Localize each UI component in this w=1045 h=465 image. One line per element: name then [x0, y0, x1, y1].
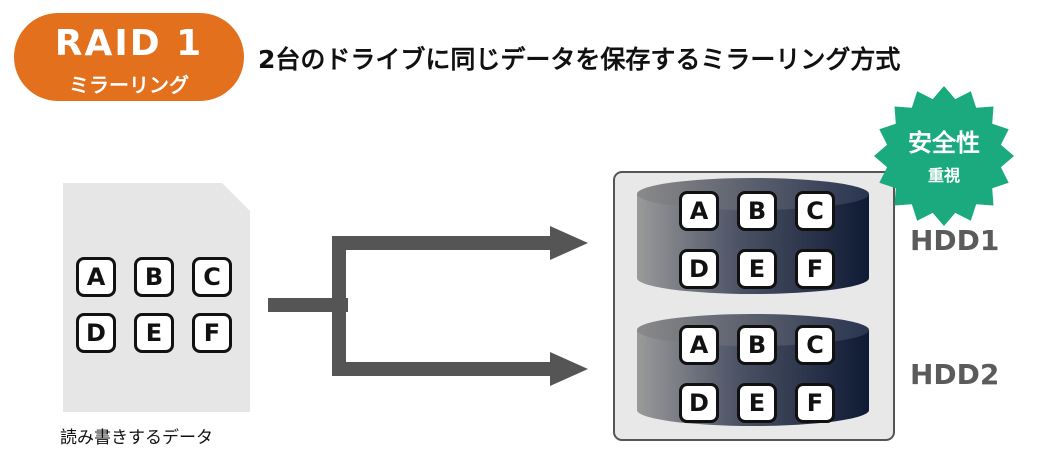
file-icon	[63, 183, 250, 412]
hdd2-label: HDD2	[910, 358, 1000, 391]
hdd2-block-b: B	[737, 325, 777, 365]
source-block-c: C	[192, 257, 232, 297]
arrow-head-hdd1	[550, 226, 588, 260]
arrow-head-hdd2	[550, 352, 588, 386]
badge-title: RAID 1	[54, 23, 204, 64]
callout-line2: 重視	[927, 166, 960, 185]
hdd1-block-a: A	[679, 191, 719, 231]
hdd2-block-a: A	[679, 325, 719, 365]
mirror-arrows	[268, 226, 588, 386]
source-block-d: D	[76, 313, 116, 353]
source-block-b: B	[134, 257, 174, 297]
callout-line1: 安全性	[908, 129, 980, 157]
hdd1-block-d: D	[679, 249, 719, 289]
hdd1-block-c: C	[795, 191, 835, 231]
raid-badge: RAID 1 ミラーリング	[14, 13, 244, 101]
hdd2-block-d: D	[679, 383, 719, 423]
hdd2-block-c: C	[795, 325, 835, 365]
source-data-label: 読み書きするデータ	[60, 428, 213, 448]
hdd1-block-f: F	[795, 249, 835, 289]
hdd2-block-e: E	[737, 383, 777, 423]
hdd2-block-f: F	[795, 383, 835, 423]
source-block-a: A	[76, 257, 116, 297]
page-title: 2台のドライブに同じデータを保存するミラーリング方式	[258, 45, 901, 74]
hdd1-block-b: B	[737, 191, 777, 231]
hdd1-block-e: E	[737, 249, 777, 289]
safety-starburst	[874, 86, 1014, 226]
source-block-f: F	[192, 313, 232, 353]
badge-subtitle: ミラーリング	[69, 73, 189, 97]
source-block-e: E	[134, 313, 174, 353]
hdd1-label: HDD1	[910, 224, 1000, 257]
